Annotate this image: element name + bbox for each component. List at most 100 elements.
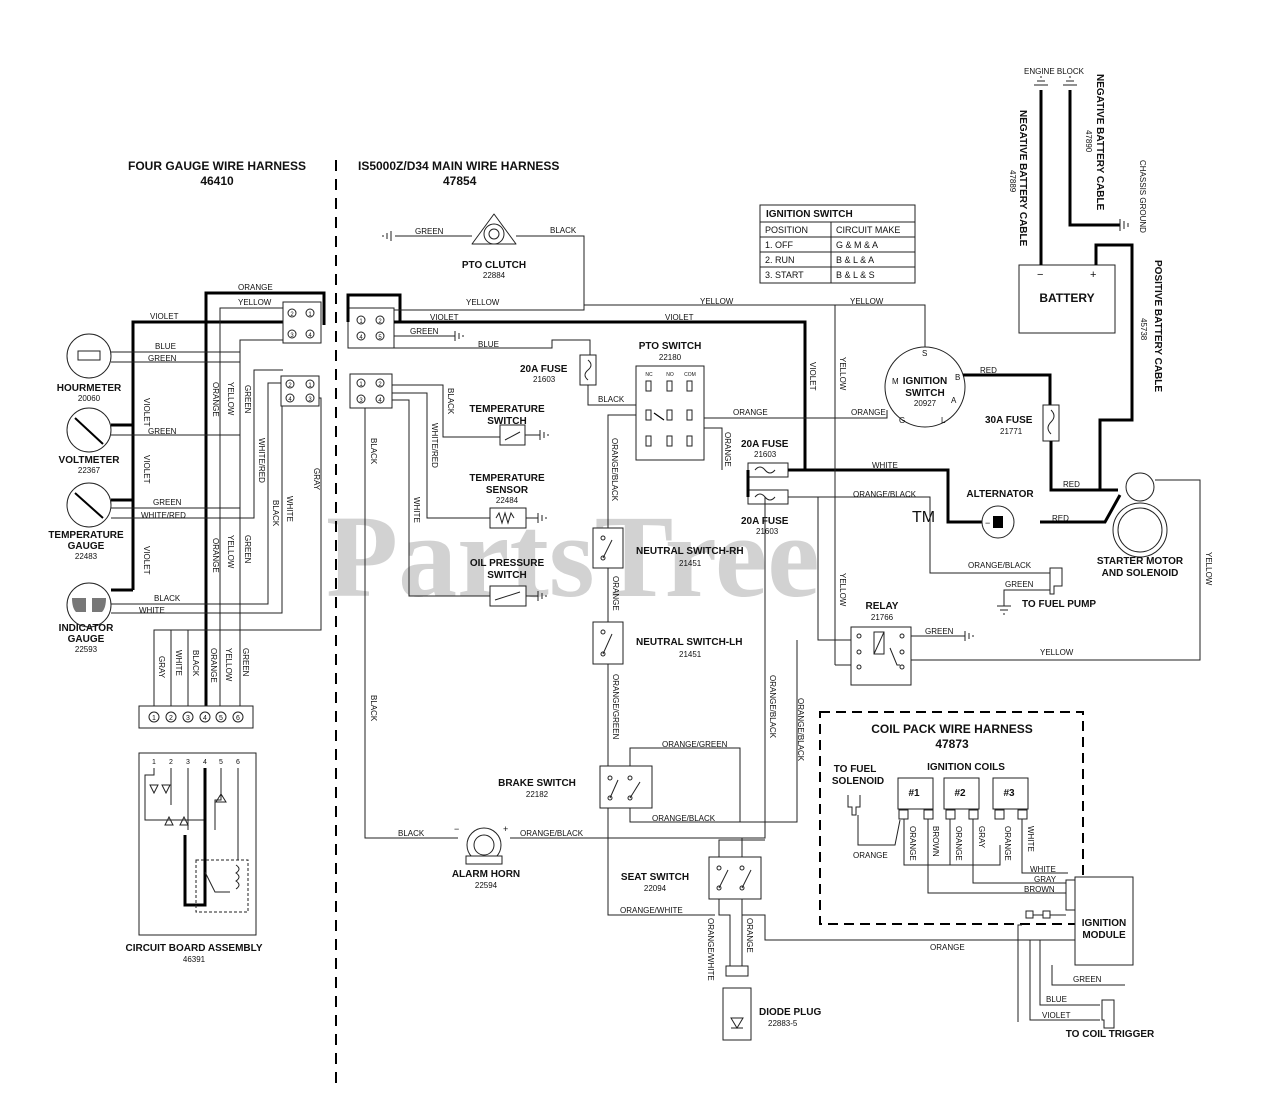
wl-violet-1: VIOLET [150, 312, 179, 321]
wl-yellow-rel: YELLOW [1040, 648, 1074, 657]
pin-1b: 1 [308, 383, 312, 389]
wl-orange-pto: ORANGE [733, 408, 768, 417]
ignition-coil-1: #1 [897, 777, 934, 820]
wl-green-v1: GREEN [243, 385, 252, 414]
wire-yellow-main [394, 304, 835, 311]
battery-label: BATTERY [1039, 291, 1094, 305]
pto-switch-label: PTO SWITCH [639, 341, 702, 352]
ign-t-m: M [892, 377, 899, 386]
ml-pin-1: 1 [359, 382, 363, 388]
neutral-lh-label: NEUTRAL SWITCH-LH [636, 637, 742, 648]
ign-t-l: L [941, 416, 946, 425]
wl-orangeblack-alt: ORANGE/BLACK [853, 490, 917, 499]
bc-pin-6: 6 [236, 715, 240, 722]
wl-orange-mod: ORANGE [930, 943, 965, 952]
wl-red-3: RED [1052, 514, 1069, 523]
wl-violet-v2: VIOLET [142, 455, 151, 484]
brake-switch: BRAKE SWITCH 22182 [498, 765, 653, 809]
wl-orange-c3: ORANGE [1003, 826, 1012, 861]
cb-pin-3: 3 [186, 759, 190, 766]
wl-white-m1: WHITE [872, 461, 898, 470]
wl-green-1: GREEN [148, 354, 177, 363]
four-gauge-harness-title: FOUR GAUGE WIRE HARNESS [128, 159, 306, 173]
pin-1: 1 [308, 312, 312, 318]
wl-orangeblack-v1: ORANGE/BLACK [768, 675, 777, 739]
wire-violet-main [394, 320, 807, 470]
wl-orange-v3: ORANGE [209, 648, 218, 683]
ignition-table-title: IGNITION SWITCH [766, 209, 853, 220]
neutral-switch-lh: NEUTRAL SWITCH-LH 21451 [592, 621, 742, 665]
hourmeter-part: 20060 [78, 394, 101, 403]
neg-cable-1-part: 47889 [1008, 170, 1017, 193]
seat-switch-part: 22094 [644, 884, 667, 893]
pto-switch-part: 22180 [659, 353, 682, 362]
wl-black-ts: BLACK [446, 388, 455, 415]
ignition-row-0-make: G & M & A [836, 240, 878, 250]
relay: RELAY 21766 [850, 601, 912, 686]
wire-orange-main [204, 291, 326, 710]
wl-yellow-v4: YELLOW [838, 357, 847, 391]
coil-trigger-label: TO COIL TRIGGER [1066, 1029, 1155, 1040]
hourmeter-label: HOURMETER [57, 383, 122, 394]
wl-yellow-m2: YELLOW [700, 297, 734, 306]
wl-orangewhite-v: ORANGE/WHITE [706, 918, 715, 981]
wl-orangeblack-v2: ORANGE/BLACK [796, 698, 805, 762]
pto-t-nc: NC [645, 372, 653, 378]
wl-orange-ign: ORANGE [851, 408, 886, 417]
wl-violet-mod: VIOLET [1042, 1011, 1071, 1020]
indicator-gauge-part: 22593 [75, 645, 98, 654]
wire-blue-main [365, 339, 591, 360]
pin-4: 4 [308, 333, 312, 339]
wl-violet-v3: VIOLET [142, 546, 151, 575]
wl-black-pto: BLACK [550, 226, 577, 235]
fuse-30a-label: 30A FUSE [985, 415, 1033, 426]
wl-white-c3: WHITE [1026, 826, 1035, 852]
wl-gray-mod: GRAY [1034, 875, 1057, 884]
wl-violet-mv: VIOLET [808, 362, 817, 391]
coil-pack-title: COIL PACK WIRE HARNESS [871, 722, 1033, 736]
pin-4b: 4 [288, 397, 292, 403]
wl-black-main2: BLACK [369, 695, 378, 722]
temp-switch-label-2: SWITCH [487, 416, 526, 427]
ignition-switch-table: IGNITION SWITCH POSITION CIRCUIT MAKE 1.… [759, 204, 916, 284]
mc-pin-2: 2 [378, 319, 382, 325]
wl-black-v2: BLACK [191, 650, 200, 677]
wl-orangegreen-v: ORANGE/GREEN [611, 674, 620, 740]
wl-violet-v1: VIOLET [142, 398, 151, 427]
wl-orange-seat: ORANGE [745, 918, 754, 953]
ml-pin-2: 2 [378, 382, 382, 388]
temp-sensor-label-2: SENSOR [486, 485, 529, 496]
ignition-module-label-1: IGNITION [1082, 918, 1126, 929]
wl-black-main1: BLACK [369, 438, 378, 465]
fuse-30a-part: 21771 [1000, 427, 1023, 436]
starter-label-2: AND SOLENOID [1102, 568, 1179, 579]
alternator: − ALTERNATOR [966, 489, 1034, 539]
alarm-horn: − + ALARM HORN 22594 [452, 824, 520, 890]
fuse-30a: 30A FUSE 21771 [985, 404, 1060, 442]
cb-pin-6: 6 [236, 759, 240, 766]
mc-pin-5: 5 [378, 335, 382, 341]
ignition-row-2-make: B & L & S [836, 270, 875, 280]
pto-t-no: NO [666, 372, 674, 378]
neutral-switch-rh: NEUTRAL SWITCH-RH 21451 [592, 527, 744, 569]
gauge-connector-top: 2 1 3 4 [282, 301, 322, 344]
ign-t-g: G [899, 416, 905, 425]
wl-green-3: GREEN [153, 498, 182, 507]
battery: − + BATTERY [1018, 264, 1116, 334]
wl-orangeblack-fp: ORANGE/BLACK [968, 561, 1032, 570]
brake-switch-part: 22182 [526, 790, 549, 799]
neutral-rh-label: NEUTRAL SWITCH-RH [636, 546, 744, 557]
wl-orange-v2: ORANGE [211, 538, 220, 573]
pin-2: 2 [290, 312, 294, 318]
main-connector-top: 1 2 4 5 [347, 307, 395, 349]
wl-white-1: WHITE [139, 606, 165, 615]
wl-green-fp: GREEN [1005, 580, 1034, 589]
indicator-gauge: INDICATOR GAUGE 22593 [59, 582, 114, 654]
wl-orange-v1: ORANGE [211, 382, 220, 417]
wl-yellow-v5: YELLOW [838, 573, 847, 607]
ignition-row-0-pos: 1. OFF [765, 240, 794, 250]
ignition-coils-label: IGNITION COILS [927, 762, 1005, 773]
wl-white-mod: WHITE [1030, 865, 1056, 874]
circuit-board-part: 46391 [183, 955, 206, 964]
ignition-module-label-2: MODULE [1082, 930, 1126, 941]
